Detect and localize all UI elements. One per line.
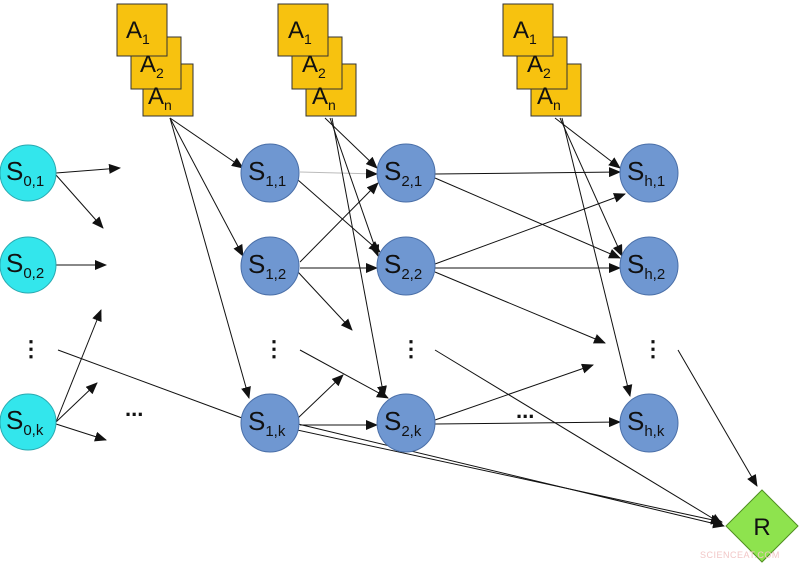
edge — [169, 117, 251, 399]
action-label-2: A2 — [527, 51, 551, 81]
action-label-n: An — [148, 83, 172, 113]
state-node-2-k — [376, 393, 436, 453]
action-stack-1: An A2 A1 — [116, 3, 194, 117]
action-label-2: A2 — [140, 51, 164, 81]
edge — [434, 167, 621, 178]
state-node-1-k — [240, 393, 300, 453]
edge — [297, 374, 344, 419]
state-label-0-2: S0,2 — [6, 248, 44, 282]
edge — [297, 271, 353, 331]
edge — [169, 117, 244, 169]
state-node-2-2 — [376, 236, 436, 296]
state-node-1-1 — [240, 143, 300, 203]
state-label-2-1: S2,1 — [384, 156, 422, 190]
action-label-n: An — [312, 83, 336, 113]
edge — [55, 174, 104, 229]
state-node-h-k — [619, 393, 679, 453]
edge — [434, 349, 723, 525]
vertical-ellipsis: ⋮ — [20, 336, 42, 361]
action-box — [116, 3, 168, 57]
ellipses: ⋮ ⋮ ⋮ ⋮ ... ... — [20, 336, 664, 423]
edge — [559, 117, 623, 257]
state-label-1-2: S1,2 — [248, 249, 286, 283]
state-label-h-k: Sh,k — [627, 406, 665, 440]
reward-label: R — [753, 514, 770, 541]
state-label-1-1: S1,1 — [248, 156, 286, 190]
state-label-h-2: Sh,2 — [627, 249, 665, 283]
vertical-ellipsis: ⋮ — [400, 336, 422, 361]
action-label-1: A1 — [126, 17, 150, 47]
edge — [434, 271, 606, 344]
action-box — [502, 3, 554, 57]
edge — [299, 182, 379, 263]
state-nodes — [0, 143, 679, 453]
vertical-ellipsis: ⋮ — [263, 336, 285, 361]
edge — [297, 179, 381, 253]
edge — [241, 417, 723, 525]
edge — [169, 117, 244, 257]
action-stack-3: An A2 A1 — [502, 3, 582, 117]
horizontal-ellipsis: ... — [516, 398, 534, 423]
edge — [677, 349, 758, 487]
edge — [554, 117, 621, 169]
edge — [329, 117, 380, 257]
edge — [434, 417, 621, 428]
state-label-2-k: S2,k — [384, 406, 422, 440]
action-label-n: An — [537, 83, 561, 113]
edge — [331, 117, 387, 398]
state-node-0-1 — [0, 144, 57, 202]
edge — [434, 193, 626, 265]
state-label-h-1: Sh,1 — [627, 156, 665, 190]
edge — [55, 163, 121, 174]
edge — [57, 349, 243, 419]
reward-node: R — [725, 489, 799, 563]
state-label-2-2: S2,2 — [384, 249, 422, 283]
action-label-2: A2 — [302, 51, 326, 81]
edges — [55, 117, 758, 529]
state-label-1-k: S1,k — [248, 406, 286, 440]
state-label-0-k: S0,k — [6, 405, 44, 439]
edge — [434, 363, 594, 421]
action-stack-2: An A2 A1 — [277, 3, 357, 117]
edge — [299, 168, 378, 179]
edge — [434, 177, 621, 259]
state-node-0-2 — [0, 236, 57, 294]
state-label-0-1: S0,1 — [6, 156, 44, 190]
action-label-1: A1 — [513, 17, 537, 47]
edge — [55, 309, 102, 423]
horizontal-ellipsis: ... — [125, 396, 143, 421]
state-node-h-1 — [619, 143, 679, 203]
edge — [297, 423, 725, 529]
state-node-2-1 — [376, 143, 436, 203]
reward-diamond — [725, 489, 799, 563]
edge — [55, 423, 107, 442]
edge — [55, 382, 98, 423]
state-node-1-2 — [240, 236, 300, 296]
state-node-0-k — [0, 393, 57, 451]
state-labels: S0,1 S0,2 S0,k S1,1 S1,2 S1,k S2,1 S2,2 … — [6, 156, 665, 440]
vertical-ellipsis: ⋮ — [642, 336, 664, 361]
action-stacks: An A2 A1 An A2 A1 An A2 A1 — [116, 3, 582, 117]
state-node-h-2 — [619, 236, 679, 296]
edge — [299, 349, 389, 399]
action-label-1: A1 — [288, 17, 312, 47]
edge — [561, 117, 633, 397]
watermark: SCIENCEAT.COM — [700, 550, 780, 560]
action-box — [277, 3, 329, 57]
